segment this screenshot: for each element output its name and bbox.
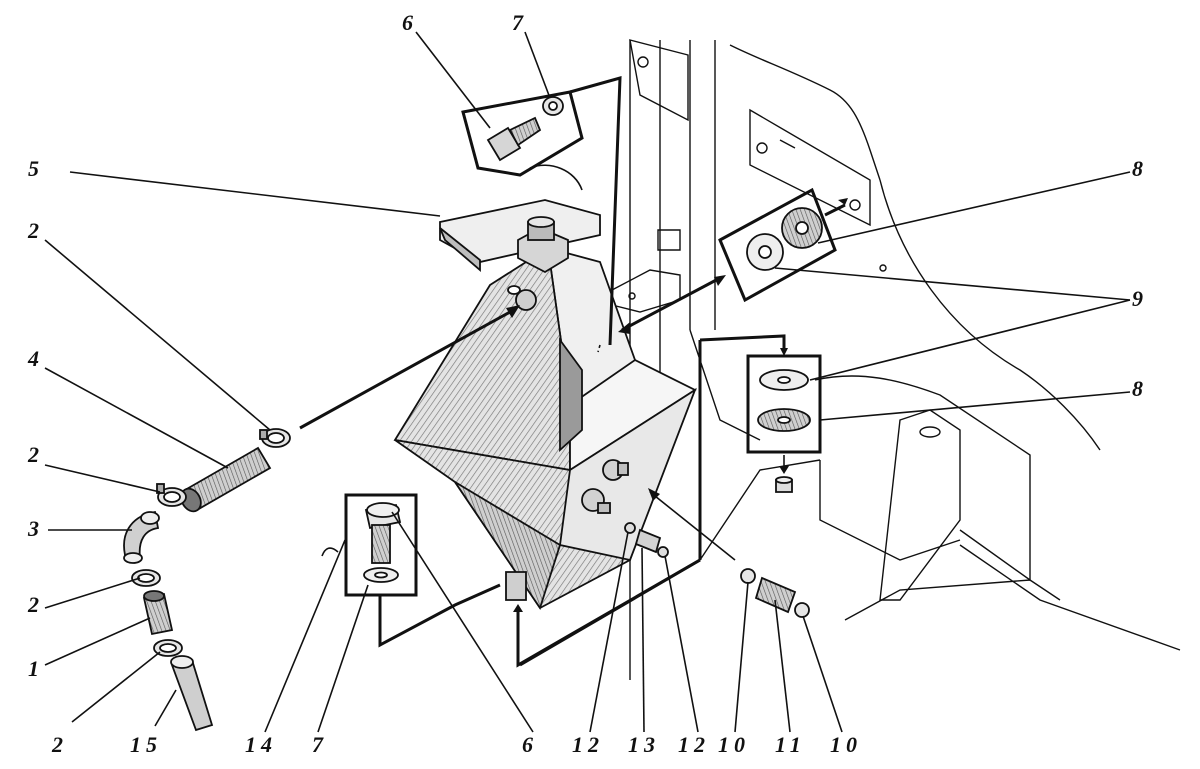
- callout-7-top: 7: [512, 10, 524, 35]
- callout-2-a: 2: [27, 218, 39, 243]
- callout-10-b: 10: [830, 732, 862, 757]
- callout-labels: 5 2 4 2 3 2 1 2 15 6 7 8 9 8 14 7 6 12 1…: [27, 10, 1143, 757]
- callout-11: 11: [775, 732, 806, 757]
- hose-4: [180, 446, 272, 513]
- callout-8-mid: 8: [1132, 376, 1143, 401]
- callout-6-bottom: 6: [522, 732, 533, 757]
- callout-3: 3: [27, 516, 39, 541]
- callout-2-c: 2: [27, 592, 39, 617]
- hose-parts: [123, 428, 291, 732]
- callout-14: 14: [245, 732, 277, 757]
- clamp-fourth: [153, 639, 183, 657]
- callout-6-top: 6: [402, 10, 413, 35]
- washers-upper-group: [618, 187, 861, 334]
- pipe-fittings: [513, 488, 810, 668]
- callout-2-b: 2: [27, 442, 39, 467]
- callout-4: 4: [27, 346, 39, 371]
- pipe-15: [170, 655, 214, 732]
- callout-7-bottom: 7: [312, 732, 324, 757]
- elbow-3: [123, 510, 160, 564]
- callout-1: 1: [28, 656, 39, 681]
- callout-10-a: 10: [718, 732, 750, 757]
- washers-lower-group: [698, 334, 822, 560]
- callout-12-b: 12: [678, 732, 710, 757]
- callout-13: 13: [628, 732, 660, 757]
- clamp-third: [131, 569, 161, 587]
- hose-to-tank-arrow: [299, 305, 520, 430]
- leader-lines: [44, 31, 1131, 733]
- callout-5: 5: [28, 156, 39, 181]
- inset-bolt-bottom: [321, 493, 501, 648]
- callout-9: 9: [1132, 286, 1143, 311]
- cab-frame-structure: [611, 39, 1181, 680]
- hose-1: [142, 590, 174, 636]
- callout-15: 15: [130, 732, 162, 757]
- callout-12-a: 12: [572, 732, 604, 757]
- clamp-upper: [259, 428, 291, 448]
- callout-8-top: 8: [1132, 156, 1143, 181]
- clamp-second: [156, 483, 187, 507]
- inset-bolt-top: [461, 76, 622, 353]
- tank-assembly: [393, 199, 697, 611]
- callout-2-d: 2: [51, 732, 63, 757]
